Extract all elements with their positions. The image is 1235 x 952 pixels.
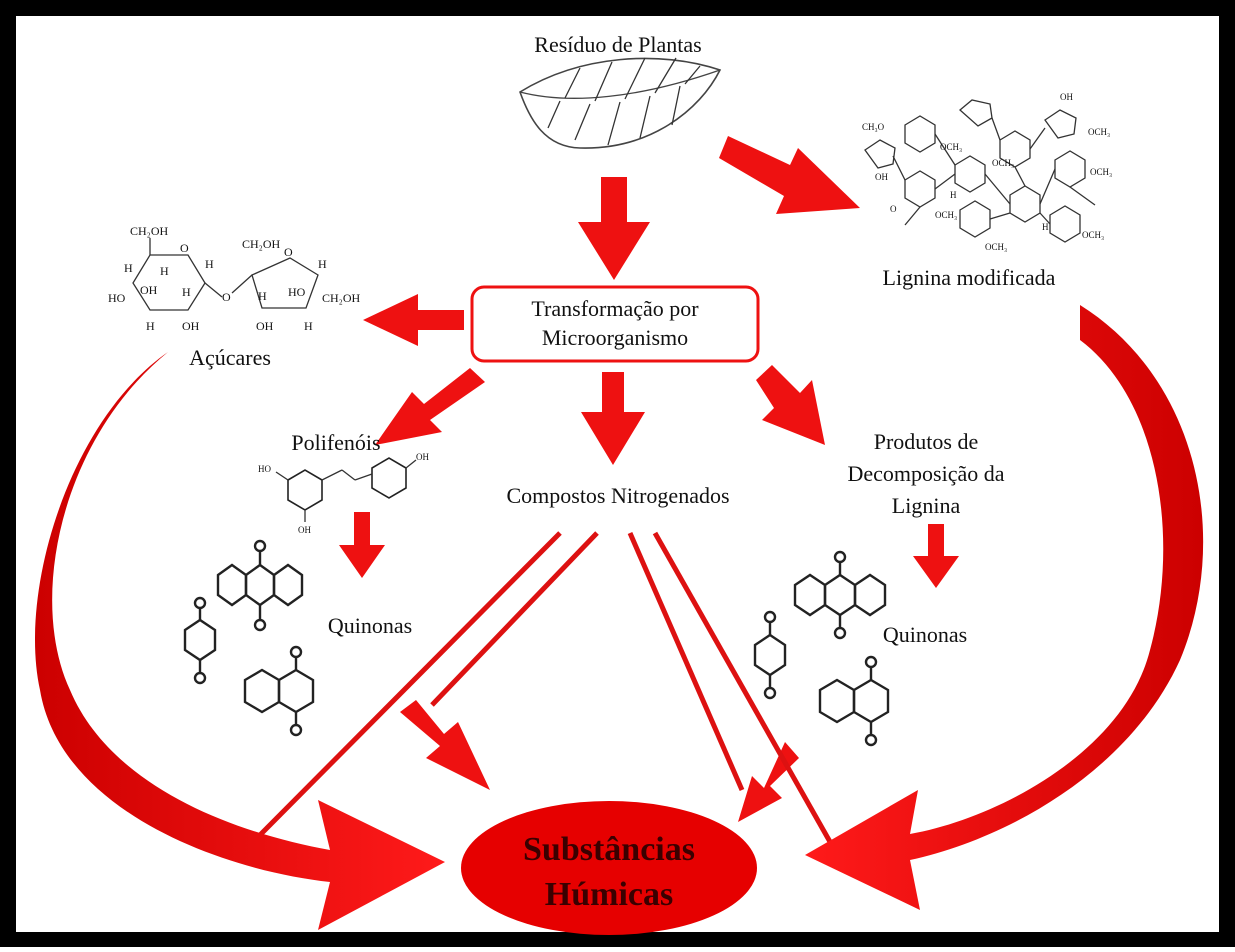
- transformacao-label-1: Transformação por: [531, 296, 699, 321]
- transformacao-box: [470, 285, 760, 363]
- residuo-label: Resíduo de Plantas: [534, 32, 701, 57]
- chem-h-7: H: [258, 289, 267, 303]
- quinones-right: [753, 550, 890, 747]
- chem-oh-1: OH: [140, 283, 158, 297]
- substancias-label-2: Húmicas: [545, 876, 673, 913]
- benzoquinone-left: [183, 596, 217, 685]
- produtos-label-2: Decomposição da: [848, 461, 1005, 486]
- chem-oh-s2: OH: [416, 452, 429, 462]
- chem-ch2oh-1: CH₂OH: [130, 224, 169, 238]
- chem-h-6: H: [318, 257, 327, 271]
- arrows: [339, 136, 959, 822]
- arrow-produtos-to-quinonas: [913, 524, 959, 588]
- chem-oh-3: OH: [256, 319, 274, 333]
- chem-o-1: O: [180, 241, 189, 255]
- naphthoquinone-right: [818, 655, 890, 747]
- arrow-transformation-to-acucares: [363, 294, 464, 346]
- chem-h-5: H: [146, 319, 155, 333]
- chem-och3-1: OCH₃: [940, 142, 962, 152]
- chem-h-1: H: [124, 261, 133, 275]
- curved-arrow-left: [34, 352, 446, 930]
- produtos-label-3: Lignina: [892, 493, 961, 518]
- chem-oh-s1: OH: [298, 525, 311, 535]
- chem-ho-s1: HO: [258, 464, 271, 474]
- arrow-polifenois-to-quinonas: [339, 512, 385, 578]
- chem-h-4: H: [182, 285, 191, 299]
- transformacao-label-2: Microorganismo: [542, 325, 688, 350]
- chem-h-8: H: [304, 319, 313, 333]
- nitrogen-lines: [258, 531, 845, 865]
- quinonas-right-label: Quinonas: [883, 622, 967, 647]
- chem-o-3: O: [284, 245, 293, 259]
- curved-arrow-right: [805, 305, 1204, 910]
- chem-h-3: H: [160, 264, 169, 278]
- chem-ch2oh-2: CH₂OH: [242, 237, 281, 251]
- arrow-transformation-to-compostos: [581, 372, 645, 465]
- chem-ch3o-1: CH₃O: [862, 122, 885, 132]
- chem-ch2oh-3: CH₂OH: [322, 291, 361, 305]
- acucares-label: Açúcares: [189, 345, 271, 370]
- chem-o-2: O: [222, 290, 231, 304]
- substancias-label-1: Substâncias: [523, 831, 695, 868]
- chem-oh-l2: OH: [1060, 92, 1073, 102]
- lignina-modificada-label: Lignina modificada: [883, 265, 1056, 290]
- naphthoquinone-left: [243, 645, 315, 737]
- chem-och3-4: OCH₃: [1090, 167, 1112, 177]
- anthraquinone-right: [793, 550, 887, 640]
- chem-o-l1: O: [890, 204, 897, 214]
- arrow-compostos-to-substancias-left: [400, 700, 490, 790]
- chem-ho-2: HO: [288, 285, 306, 299]
- stilbene-structure: HO OH OH: [258, 452, 429, 535]
- chem-och3-2: OCH₃: [992, 158, 1014, 168]
- chem-oh-2: OH: [182, 319, 200, 333]
- chem-och3-7: OCH₃: [985, 242, 1007, 252]
- benzoquinone-right: [753, 610, 787, 700]
- chem-h-l1: H: [950, 190, 957, 200]
- chem-och3-5: OCH₃: [935, 210, 957, 220]
- substancias-ellipse: [461, 801, 757, 935]
- arrow-leaf-to-lignina: [719, 136, 860, 214]
- chem-h-2: H: [205, 257, 214, 271]
- arrow-leaf-to-transformation: [578, 177, 650, 280]
- polifenois-label: Polifenóis: [291, 430, 380, 455]
- chem-h-l2: H: [1042, 222, 1049, 232]
- leaf-icon: [519, 57, 722, 149]
- arrow-transformation-to-produtos: [756, 365, 825, 445]
- quinonas-left-label: Quinonas: [328, 613, 412, 638]
- chem-och3-3: OCH₃: [1088, 127, 1110, 137]
- sucrose-structure: CH₂OH O H H OH H HO H OH H O CH₂OH O H H…: [108, 224, 361, 333]
- quinones-left: [183, 539, 315, 737]
- lignin-structure: CH₃O OCH₃ OCH₃ OCH₃ OCH₃ OCH₃ OCH₃ OCH₃ …: [862, 92, 1112, 252]
- produtos-label-1: Produtos de: [874, 429, 979, 454]
- chem-ho-1: HO: [108, 291, 126, 305]
- arrow-transformation-to-polifenois: [375, 368, 485, 445]
- chem-oh-l1: OH: [875, 172, 888, 182]
- anthraquinone-left: [216, 539, 304, 632]
- compostos-label: Compostos Nitrogenados: [506, 483, 729, 508]
- chem-och3-6: OCH₃: [1082, 230, 1104, 240]
